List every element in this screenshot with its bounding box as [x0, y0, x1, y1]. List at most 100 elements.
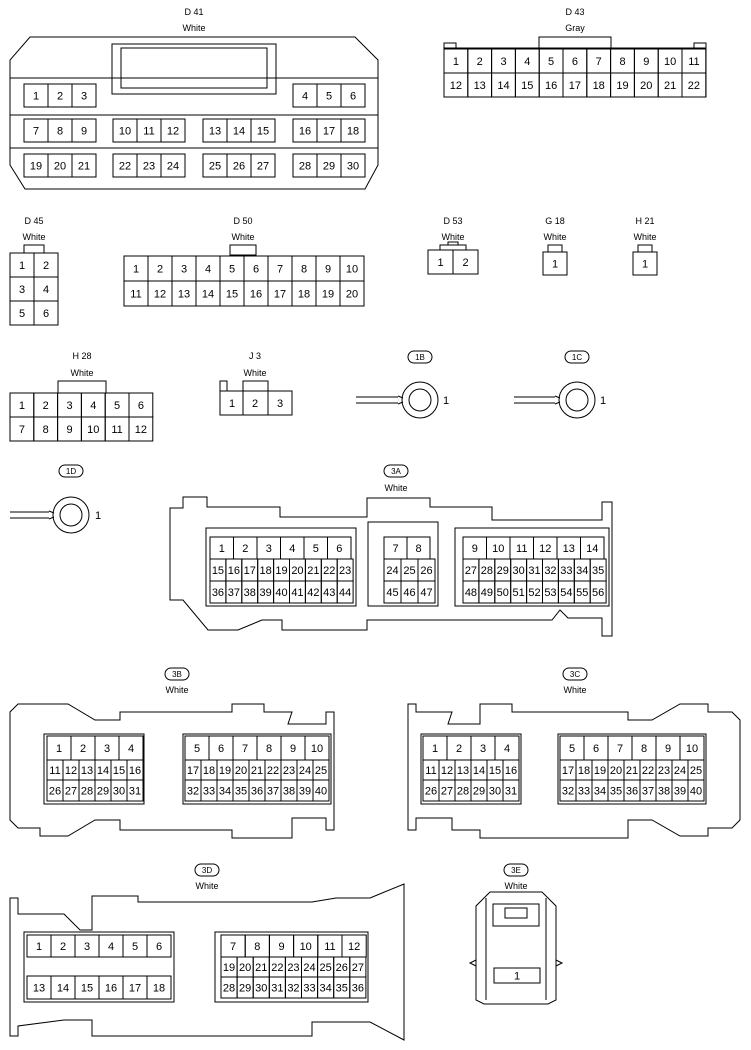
lock — [547, 244, 563, 253]
pin-number: 4 — [205, 263, 211, 275]
pin-number: 14 — [233, 125, 245, 137]
pin-number: 9 — [66, 424, 72, 436]
pin-number: 39 — [299, 785, 311, 797]
inner-block — [454, 527, 610, 607]
pin-number: 32 — [187, 785, 199, 797]
connector-name: G 18 — [545, 216, 565, 226]
lock — [637, 244, 653, 253]
pin-number: 16 — [545, 80, 557, 92]
pin-number: 27 — [441, 785, 453, 797]
pin-number: 18 — [578, 765, 590, 777]
pin-number: 1 — [56, 743, 62, 755]
pin-number: 13 — [457, 765, 469, 777]
pin-number: 16 — [129, 765, 141, 777]
pin-number: 20 — [346, 288, 358, 300]
pin-number: 7 — [392, 543, 398, 555]
connector-name: H 28 — [72, 351, 91, 361]
lock — [242, 380, 269, 392]
lock — [57, 380, 107, 394]
pin-number: 16 — [505, 765, 517, 777]
pin-number: 52 — [528, 587, 540, 599]
pin-number: 15 — [113, 765, 125, 777]
pin-number: 2 — [43, 260, 49, 272]
pin-cell — [340, 83, 366, 108]
pin-number: 30 — [113, 785, 125, 797]
pin-number: 4 — [90, 400, 96, 412]
pin-number: 2 — [252, 398, 258, 410]
ring-terminal — [52, 496, 90, 534]
connector-color: White — [22, 232, 45, 242]
pin-number: 30 — [347, 160, 359, 172]
inner-block — [23, 931, 175, 1003]
connector-color: White — [633, 232, 656, 242]
pin-number: 1 — [219, 543, 225, 555]
ring-hole — [565, 388, 589, 412]
pin-number: 2 — [456, 743, 462, 755]
pin-number: 8 — [619, 56, 625, 68]
pin-number: 16 — [228, 565, 240, 577]
pin-number: 19 — [30, 160, 42, 172]
pin-number: 11 — [111, 424, 122, 436]
pin-number: 32 — [287, 982, 299, 994]
pin-cell — [493, 967, 541, 984]
pin-number: 42 — [307, 587, 319, 599]
crimp — [397, 395, 404, 405]
pin-number: 2 — [60, 941, 66, 953]
pin-number: 12 — [441, 765, 453, 777]
pin-number: 10 — [492, 543, 504, 555]
pin-number: 36 — [352, 982, 364, 994]
oval-label — [562, 667, 588, 681]
pin-number: 3 — [480, 743, 486, 755]
pin-number: 26 — [233, 160, 245, 172]
pin-number: 44 — [339, 587, 351, 599]
pin-number: 28 — [299, 160, 311, 172]
pin-number: 36 — [626, 785, 638, 797]
pin-number: 10 — [119, 125, 131, 137]
outline — [485, 898, 547, 1000]
pin-number: 27 — [465, 565, 477, 577]
oval-label — [564, 350, 590, 364]
pin-number: 23 — [143, 160, 155, 172]
pin-number: 48 — [465, 587, 477, 599]
pin-number: 29 — [323, 160, 335, 172]
pin-number: 7 — [230, 941, 236, 953]
pin-number: 23 — [287, 962, 299, 974]
pin-number: 32 — [562, 785, 574, 797]
connector-color: White — [231, 232, 254, 242]
pin-number: 50 — [497, 587, 509, 599]
pin-number: 40 — [315, 785, 327, 797]
pin-number: 8 — [57, 125, 63, 137]
pin-number: 33 — [578, 785, 590, 797]
pin-number: 27 — [352, 962, 364, 974]
pin-number: 13 — [209, 125, 221, 137]
pin-number: 22 — [119, 160, 131, 172]
pin-number: 18 — [298, 288, 310, 300]
pin-number: 45 — [386, 587, 398, 599]
pin-cell — [336, 580, 354, 604]
pin-number: 33 — [560, 565, 572, 577]
pin-number: 5 — [326, 90, 332, 102]
pin-number: 30 — [489, 785, 501, 797]
pin-number: 9 — [472, 543, 478, 555]
pin-number: 1 — [453, 56, 459, 68]
connector-name: D 43 — [565, 7, 584, 17]
pin-number: 28 — [481, 565, 493, 577]
pin-number: 1 — [600, 395, 606, 407]
pin-number: 7 — [242, 743, 248, 755]
pin-number: 10 — [664, 56, 676, 68]
pin-number: 3 — [181, 263, 187, 275]
pin-number: 30 — [513, 565, 525, 577]
pin-cell — [340, 153, 366, 178]
pin-number: 6 — [156, 941, 162, 953]
pin-number: 22 — [323, 565, 335, 577]
pin-number: 31 — [271, 982, 283, 994]
pin-number: 10 — [300, 941, 312, 953]
pin-number: 24 — [303, 962, 315, 974]
pin-number: 17 — [323, 125, 335, 137]
pin-number: 9 — [81, 125, 87, 137]
pin-number: 8 — [301, 263, 307, 275]
pin-number: 20 — [610, 765, 622, 777]
